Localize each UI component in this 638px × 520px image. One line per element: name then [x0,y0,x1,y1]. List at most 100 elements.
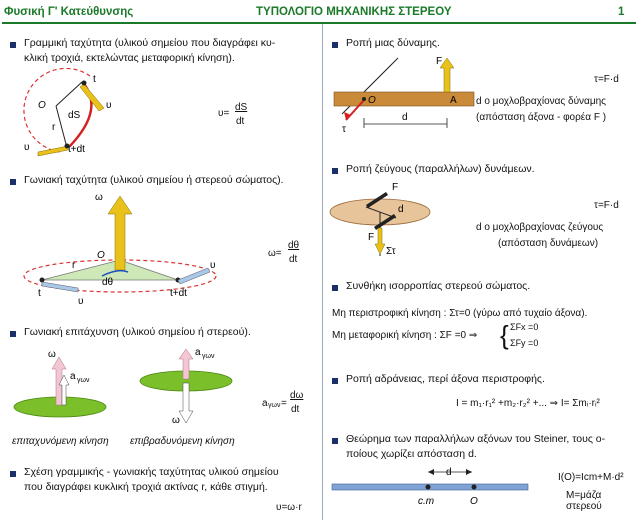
document-title: ΤΥΠΟΛΟΓΙΟ ΜΗΧΑΝΙΚΗΣ ΣΤΕΡΕΟΥ [256,6,452,18]
label-alpha-sub: γων [202,353,215,360]
equilibrium-line1: Μη περιστροφική κίνηση : Στ=0 (γύρω από … [332,308,588,319]
center-of-mass-point [425,484,431,490]
steiner-diagram: d c.m O [331,467,529,507]
lever-bar [333,91,475,107]
label-O: O [38,100,46,111]
inertia-formula: I = m₁·r₁² +m₂·r₂² +... ⇒ I= Σmᵢ·rᵢ² [456,398,600,409]
couple-desc2: (απόσταση δυνάμεων) [498,238,599,249]
formula-lhs: a [262,398,268,409]
couple-formula: τ=F·d [594,200,619,211]
axis-point-O [471,484,477,490]
formula-den: dt [291,404,300,415]
force-arrow-2 [374,214,396,230]
label-F: F [368,232,374,243]
bullet [10,331,16,337]
equilibrium-sys2: ΣFy =0 [510,338,539,348]
point-tdt [64,143,70,149]
torque-force-text: Ροπή μιας δύναμης. [346,37,440,49]
alpha-arrow-decelerating [178,348,194,380]
torque-couple-diagram: F d F Στ [329,182,431,257]
caption-decelerating: επιβραδυνόμενη κίνηση [130,436,235,447]
linear-velocity-line2: κλική τροχιά, εκτελώντας μεταφορική κίνη… [24,52,235,64]
radius-line-t [55,81,83,107]
equilibrium-sys1: ΣFx =0 [510,322,539,332]
bullet [332,438,338,444]
angular-velocity-diagram: ω O r dθ t t+dt υ υ [23,192,217,307]
label-O: O [470,496,478,507]
angular-acceleration-diagram: ω a γων a γων ω [13,347,233,426]
distance-arrowhead [466,469,472,475]
torque-formula: τ=F·d [594,74,619,85]
label-tdt: t+dt [68,144,85,155]
label-F: F [392,182,398,193]
label-u: υ [24,142,29,153]
formula-num: dω [290,390,304,401]
formula-sub: γων [268,402,281,409]
linear-velocity-line1: Γραμμική ταχύτητα (υλικού σημείου που δι… [24,37,276,49]
circular-path [23,68,91,153]
label-tdt: t+dt [170,288,187,299]
inertia-text: Ροπή αδράνειας, περί άξονα περιστροφής. [346,373,545,385]
bullet [10,471,16,477]
label-r: r [52,122,56,133]
torque-arrowhead [344,112,351,120]
omega-arrow-decelerating [178,382,194,424]
relation-line2: που διαγράφει κυκλική τροχιά ακτίνας r, … [24,481,268,493]
bullet [10,179,16,185]
bullet [10,42,16,48]
velocity-arrow-tdt [177,267,211,285]
velocity-arrow-t [79,83,105,112]
brace: { [500,320,509,350]
relation-line1: Σχέση γραμμικής - γωνιακής ταχύτητας υλι… [24,466,279,478]
couple-desc1: d ο μοχλοβραχίονας ζεύγους [476,222,604,233]
label-alpha: a [195,347,201,358]
label-O: O [368,95,376,106]
label-F: F [436,56,442,67]
label-omega: ω [48,349,56,360]
label-A: A [450,95,457,106]
relation-formula: υ=ω·r [276,502,302,513]
formula-den: dt [236,116,245,127]
label-sum-tau: Στ [386,246,396,257]
velocity-arrow-t [41,281,79,293]
steiner-line2: ποίους χωρίζει απόσταση d. [346,448,477,460]
point-t [39,277,45,283]
angular-velocity-text: Γωνιακή ταχύτητα (υλικού σημείου ή στερε… [24,174,284,186]
equilibrium-text: Συνθήκη ισορροπίας στερεού σώματος. [346,280,531,292]
steiner-desc: M=μάζα στερεού [566,490,602,512]
axis-point-O [362,97,366,101]
bullet [332,378,338,384]
net-torque-arrow [374,227,386,255]
label-t: t [93,74,96,85]
label-alpha: a [70,371,76,382]
label-u: υ [78,296,83,307]
header-rule [2,22,636,24]
label-dS: dS [68,110,81,121]
label-d: d [402,112,408,123]
alpha-arrow-accelerating [58,374,70,406]
label-cm: c.m [418,496,434,507]
distance-arrowhead [428,469,434,475]
torque-desc1: d ο μοχλοβραχίονας δύναμης [476,96,606,107]
label-omega: ω [172,415,180,426]
steiner-line1: Θεώρημα των παραλλήλων αξόνων του Steine… [346,433,606,445]
label-u: υ [106,100,111,111]
caption-accelerating: επιταχυνόμενη κίνηση [12,436,109,447]
omega-arrow [107,195,133,271]
formula-num: dS [235,102,248,113]
label-alpha-sub: γων [77,377,90,384]
steiner-formula: I(O)=Icm+M·d² [558,472,624,483]
formula-num: dθ [288,240,300,251]
formula-lhs: υ= [218,108,230,119]
torque-couple-text: Ροπή ζεύγους (παραλλήλων) δυνάμεων. [346,163,535,175]
label-dtheta: dθ [102,277,114,288]
circular-path [23,259,217,293]
formula-lhs: ω= [268,248,282,259]
label-d: d [398,204,404,215]
label-d: d [446,467,452,478]
page-header: Φυσική Γ' Κατεύθυνσης ΤΥΠΟΛΟΓΙΟ ΜΗΧΑΝΙΚΗ… [0,0,638,24]
angular-acceleration-text: Γωνιακή επιτάχυνση (υλικού σημείου ή στε… [24,326,251,338]
label-omega: ω [95,192,103,203]
label-t: t [38,288,41,299]
point-t [81,80,87,86]
